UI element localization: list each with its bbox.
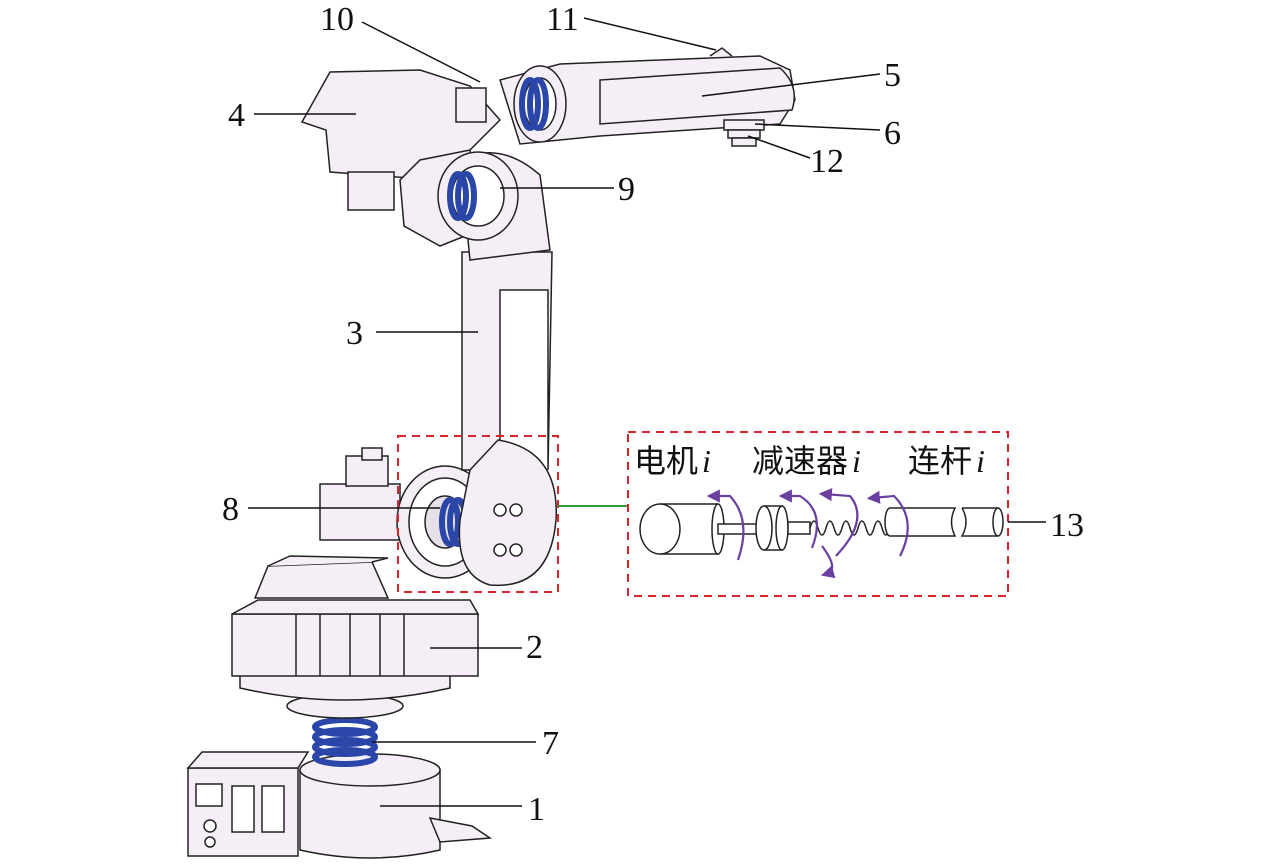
label-2: 2 xyxy=(526,629,543,666)
inset-spring xyxy=(809,520,891,536)
base-spring xyxy=(312,717,378,767)
base-pedestal xyxy=(186,751,493,859)
inset-rotation-arrows xyxy=(706,488,909,579)
inset-label-motor: 电机 xyxy=(634,442,698,480)
label-1: 1 xyxy=(528,791,545,828)
inset-reducer xyxy=(755,505,811,551)
label-13: 13 xyxy=(1050,507,1084,544)
elbow-spring xyxy=(447,171,477,221)
wrist-spring xyxy=(519,77,549,131)
label-3: 3 xyxy=(346,315,363,352)
inset-link xyxy=(884,507,1004,537)
inset-box xyxy=(627,431,1009,597)
label-5: 5 xyxy=(884,57,901,94)
label-4: 4 xyxy=(228,97,245,134)
waist-turntable xyxy=(231,555,480,719)
inset-label-reducer: 减速器 xyxy=(752,442,848,480)
inset-index-link: i xyxy=(976,443,985,479)
label-8: 8 xyxy=(222,491,239,528)
inset-index-motor: i xyxy=(702,443,711,479)
highlight-box xyxy=(397,435,559,593)
label-12: 12 xyxy=(810,143,844,180)
label-7: 7 xyxy=(542,725,559,762)
label-6: 6 xyxy=(884,115,901,152)
forearm-housing xyxy=(300,69,502,247)
label-11: 11 xyxy=(546,1,579,38)
leader-lines xyxy=(248,17,1046,807)
inset-index-reducer: i xyxy=(852,443,861,479)
label-10: 10 xyxy=(320,1,354,38)
wrist-link xyxy=(499,47,796,145)
label-9: 9 xyxy=(618,171,635,208)
inset-label-link: 连杆 xyxy=(908,442,972,480)
end-flange xyxy=(723,119,765,147)
